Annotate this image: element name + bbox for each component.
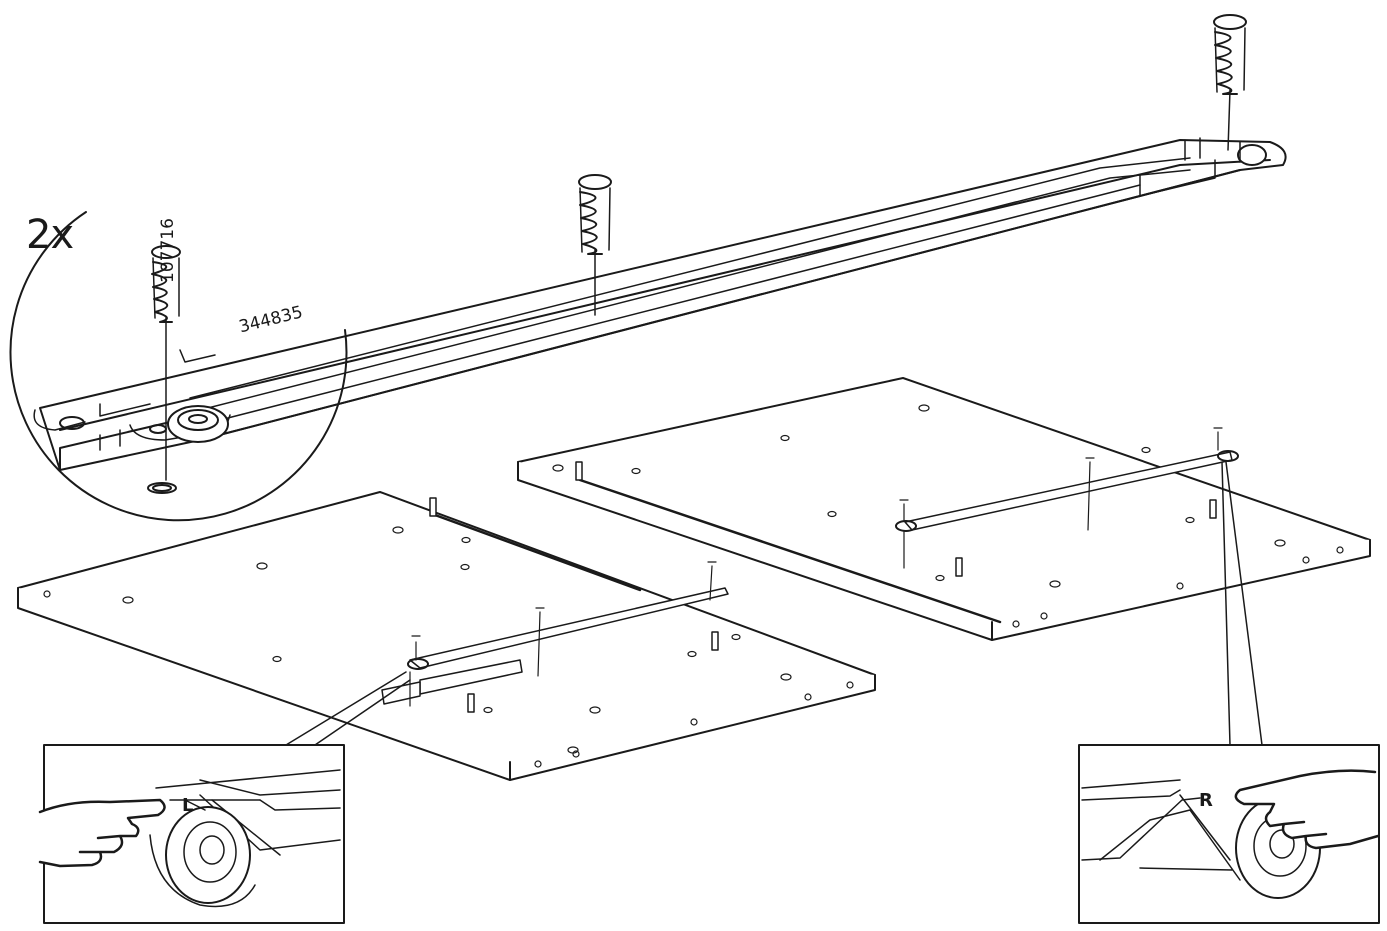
leader-lines <box>285 461 1263 746</box>
drawer-runner <box>33 137 1287 494</box>
quantity-label: 2x <box>26 212 74 258</box>
right-side-mark: R <box>1199 790 1213 811</box>
left-side-mark: L <box>182 795 194 816</box>
pointing-hand-icon-right <box>1234 769 1380 850</box>
detail-box-left <box>38 744 345 924</box>
screw-part-number: 107716 <box>158 218 178 283</box>
detail-box-right <box>1078 744 1380 924</box>
magnifier-callout <box>9 211 348 522</box>
left-panel <box>17 491 876 781</box>
screw-right <box>1213 14 1247 151</box>
screw-callout <box>151 245 181 481</box>
pointing-hand-icon <box>38 798 166 868</box>
screw-middle <box>578 174 612 316</box>
right-panel <box>517 377 1371 641</box>
